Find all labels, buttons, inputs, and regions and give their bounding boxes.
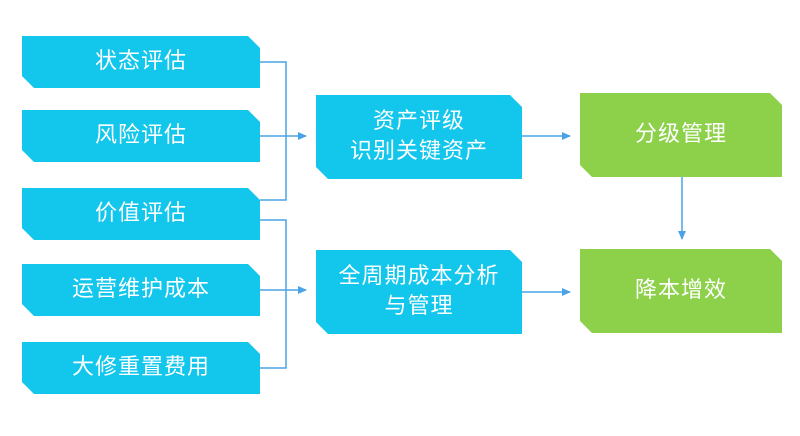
- box-value-assessment: 价值评估: [22, 188, 260, 240]
- box-risk-assessment: 风险评估: [22, 110, 260, 162]
- box-label: 大修重置费用: [71, 355, 210, 380]
- box-state-assessment: 状态评估: [22, 36, 260, 88]
- box-label: 分级管理: [634, 122, 727, 147]
- box-label: 降本增效: [634, 278, 727, 303]
- box-lifecycle-cost-analysis: 全周期成本分析 与管理: [316, 250, 522, 334]
- box-overhaul-replacement-cost: 大修重置费用: [22, 342, 260, 394]
- box-operation-maintenance-cost: 运营维护成本: [22, 264, 260, 316]
- box-asset-grading: 资产评级 识别关键资产: [316, 95, 522, 179]
- connector-value-top: [260, 136, 287, 201]
- box-tiered-management: 分级管理: [580, 93, 782, 177]
- box-label: 运营维护成本: [71, 277, 210, 302]
- box-cost-reduction-efficiency: 降本增效: [580, 249, 782, 333]
- box-label: 价值评估: [94, 201, 187, 226]
- box-label: 资产评级 识别关键资产: [349, 109, 488, 164]
- box-label: 全周期成本分析 与管理: [338, 264, 500, 319]
- box-label: 状态评估: [94, 49, 187, 74]
- connector-state: [260, 61, 287, 136]
- box-label: 风险评估: [94, 123, 187, 148]
- connector-value-bottom: [260, 219, 287, 290]
- connector-overhaul: [260, 290, 287, 369]
